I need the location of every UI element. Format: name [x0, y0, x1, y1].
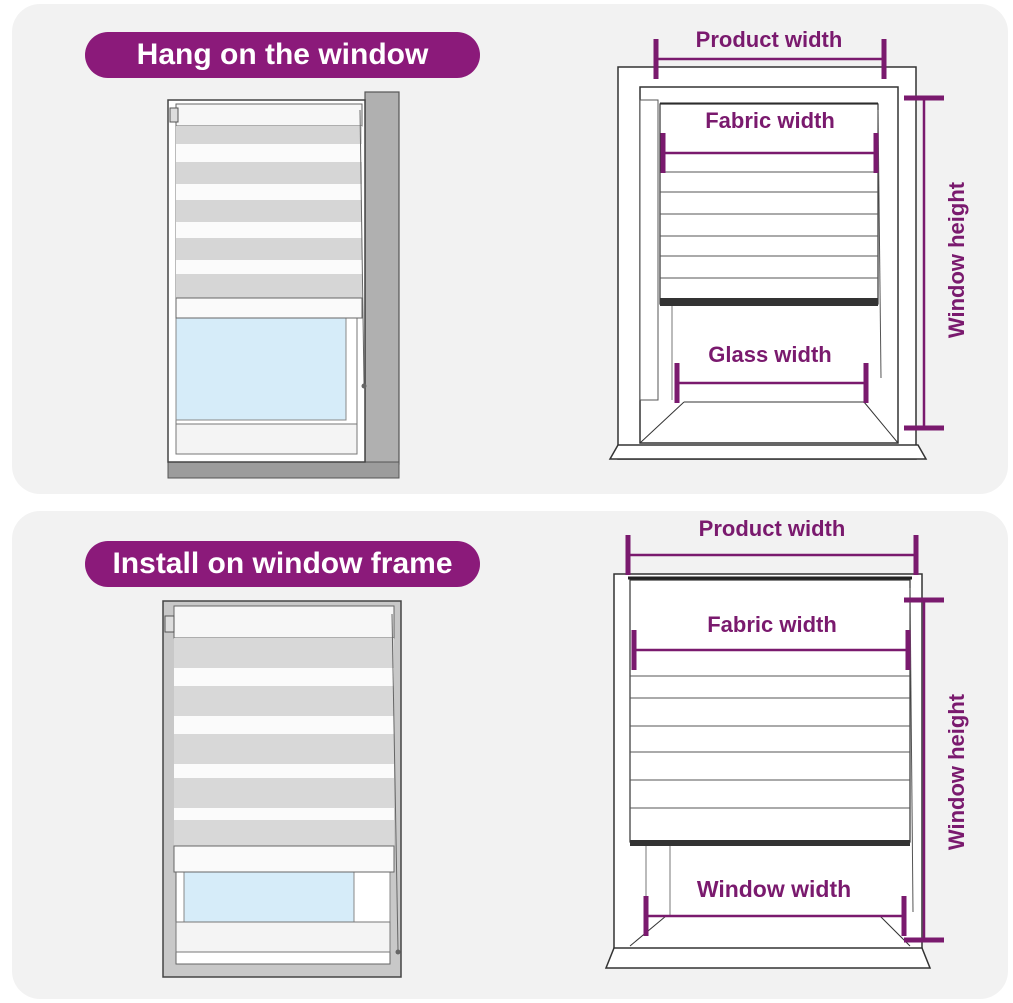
product-width-label-bottom: Product width — [699, 516, 846, 541]
frame-install-measure-diagram: Product width Fabric width Window width … — [604, 516, 969, 969]
window-height-label-bottom: Window height — [944, 693, 969, 850]
fabric-width-label-top: Fabric width — [705, 108, 835, 133]
zebra-blind-top — [169, 103, 367, 389]
frame-install-illustration — [162, 600, 402, 978]
window-width-label: Window width — [697, 876, 851, 902]
hang-window-measure-diagram: Product width Fabric width Glass width W… — [608, 27, 969, 460]
section-title-install-on-frame: Install on window frame — [85, 541, 480, 587]
fabric-width-label-bottom: Fabric width — [707, 612, 837, 637]
product-width-label-top: Product width — [696, 27, 843, 52]
zebra-blind-bottom — [164, 605, 401, 955]
window-height-label-top: Window height — [944, 181, 969, 338]
section-title-hang-on-window: Hang on the window — [85, 32, 480, 78]
hang-window-illustration — [167, 91, 400, 479]
glass-width-label: Glass width — [708, 342, 831, 367]
